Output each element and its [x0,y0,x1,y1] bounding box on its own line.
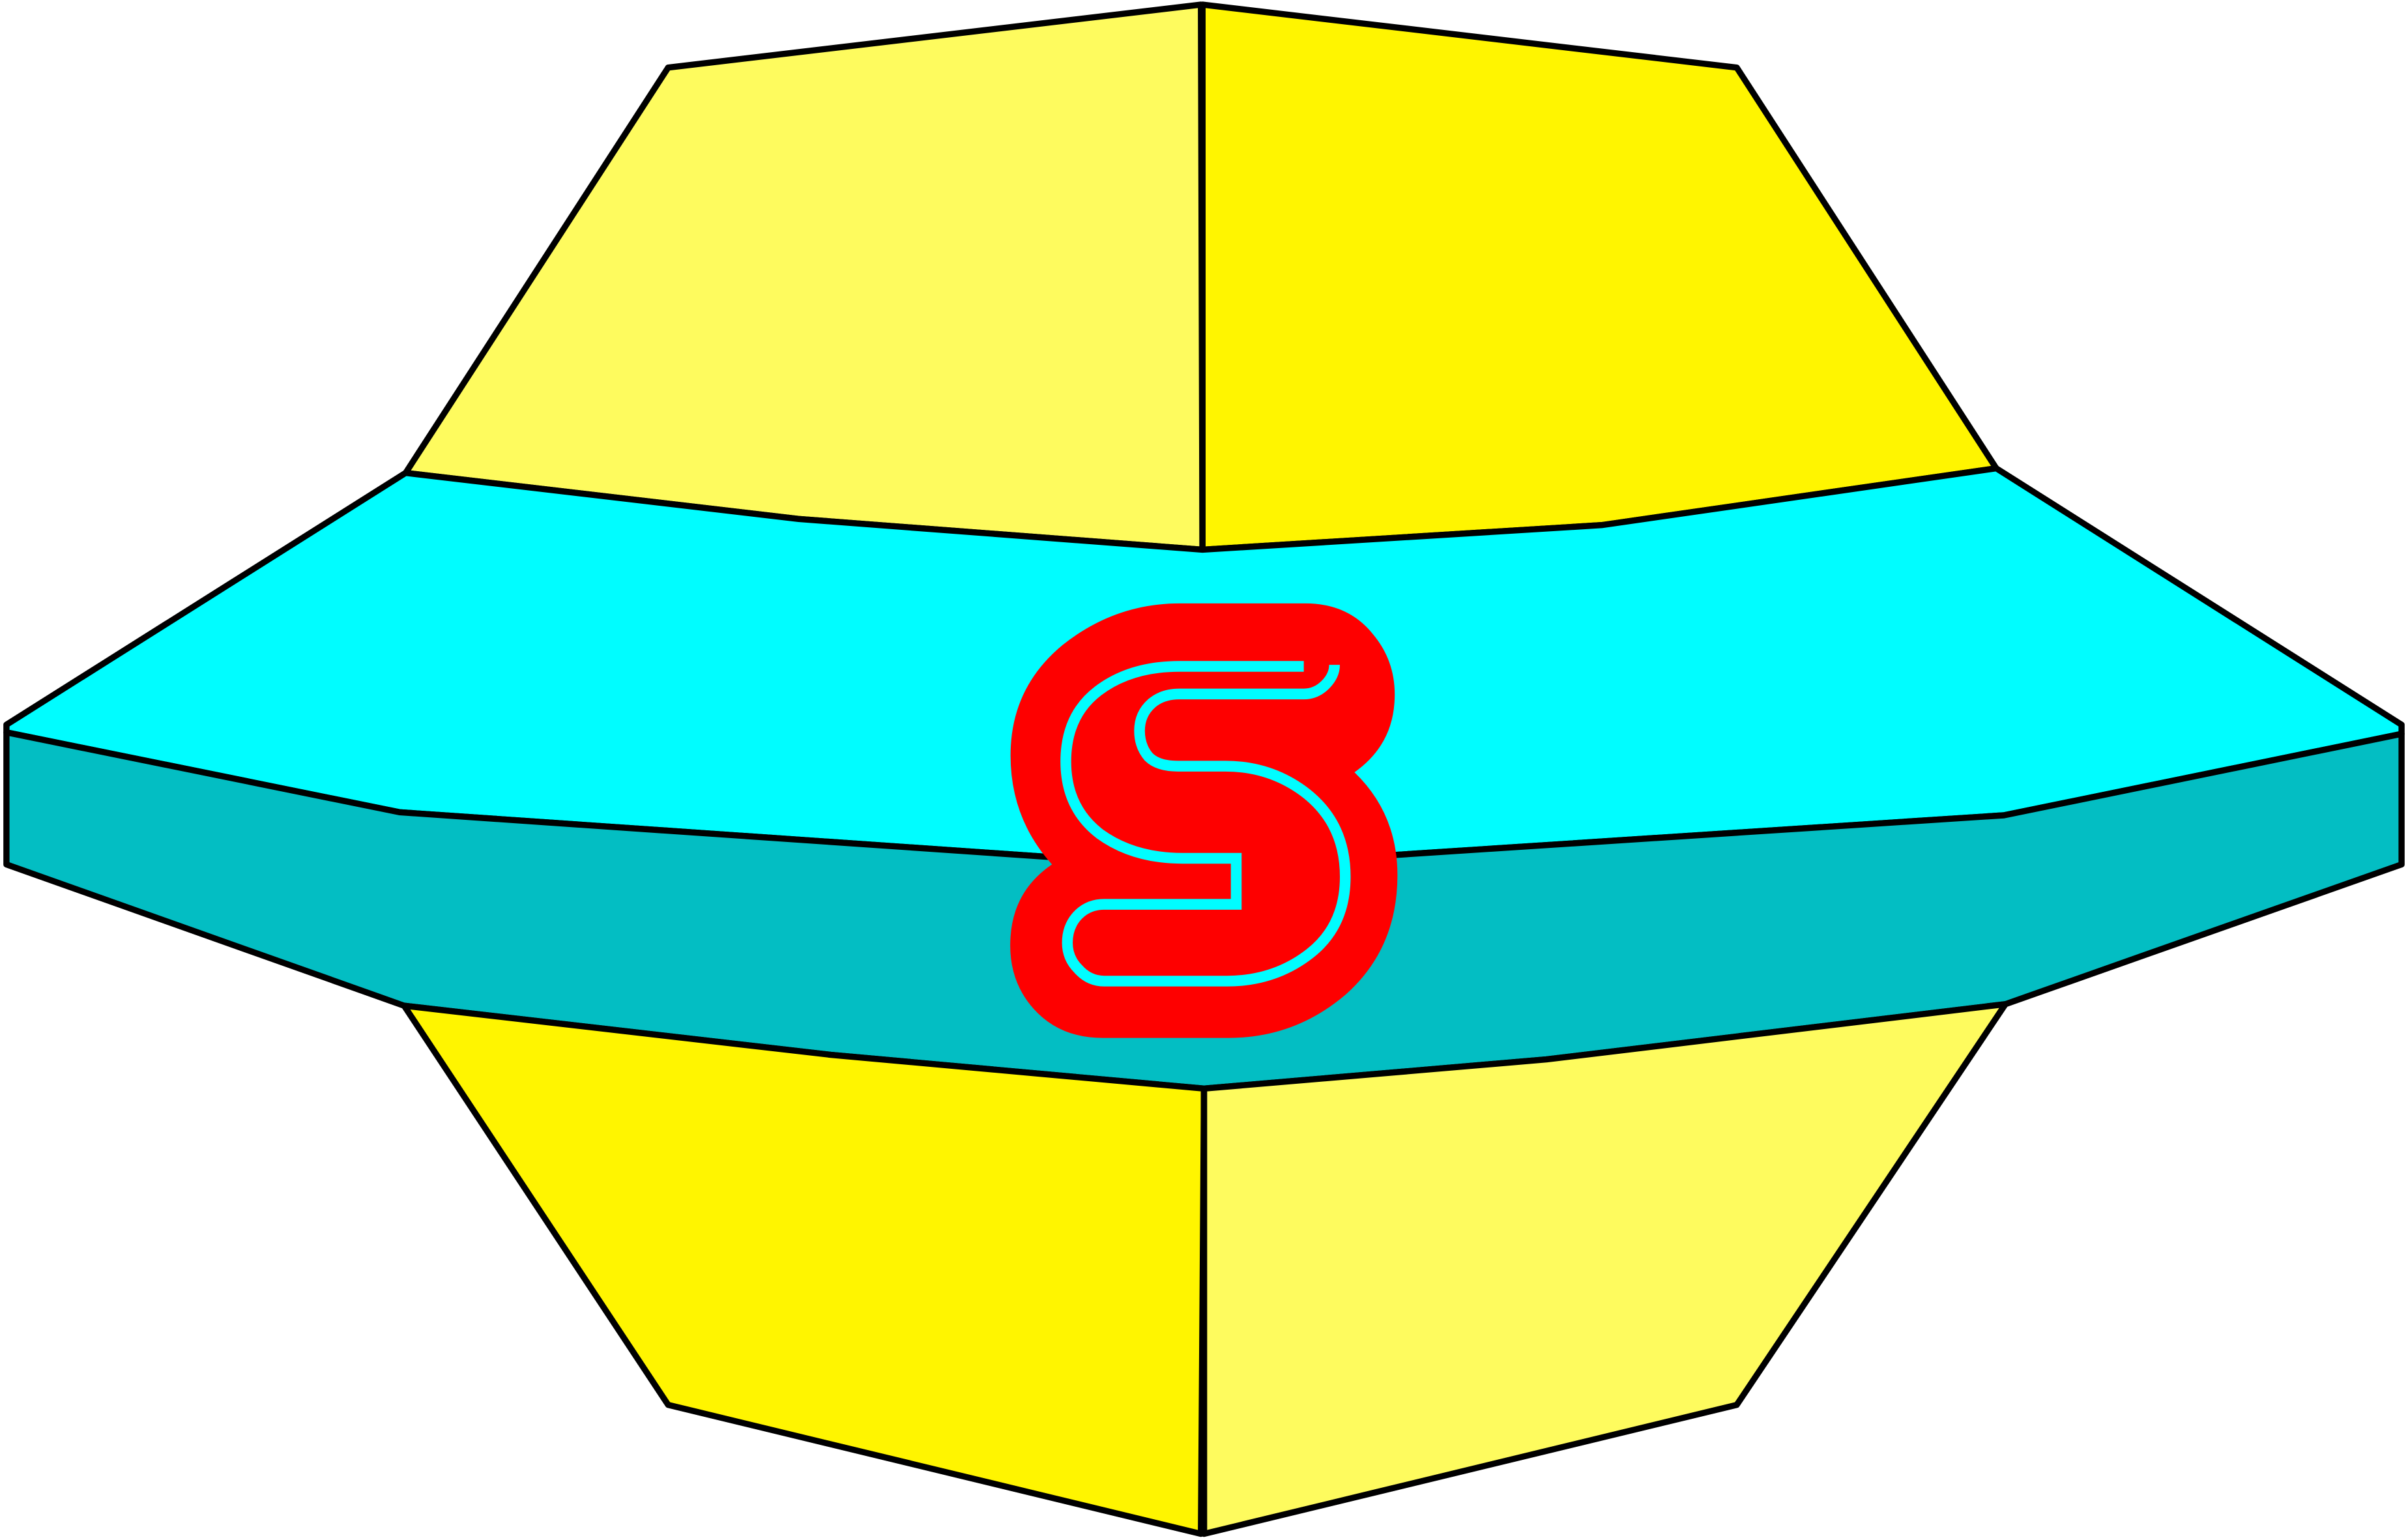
bottom-left-facet [401,1002,1208,1537]
top-left-facet [402,1,1206,553]
s-letter-cyan-stroke [1060,661,1351,987]
top-right-facet [1199,1,1999,553]
s-letter-mark [1010,603,1398,1038]
s-letter-inner-red [1078,672,1333,970]
s-letter-red-outline [1010,603,1398,1038]
bottom-right-facet [1200,1001,2009,1537]
